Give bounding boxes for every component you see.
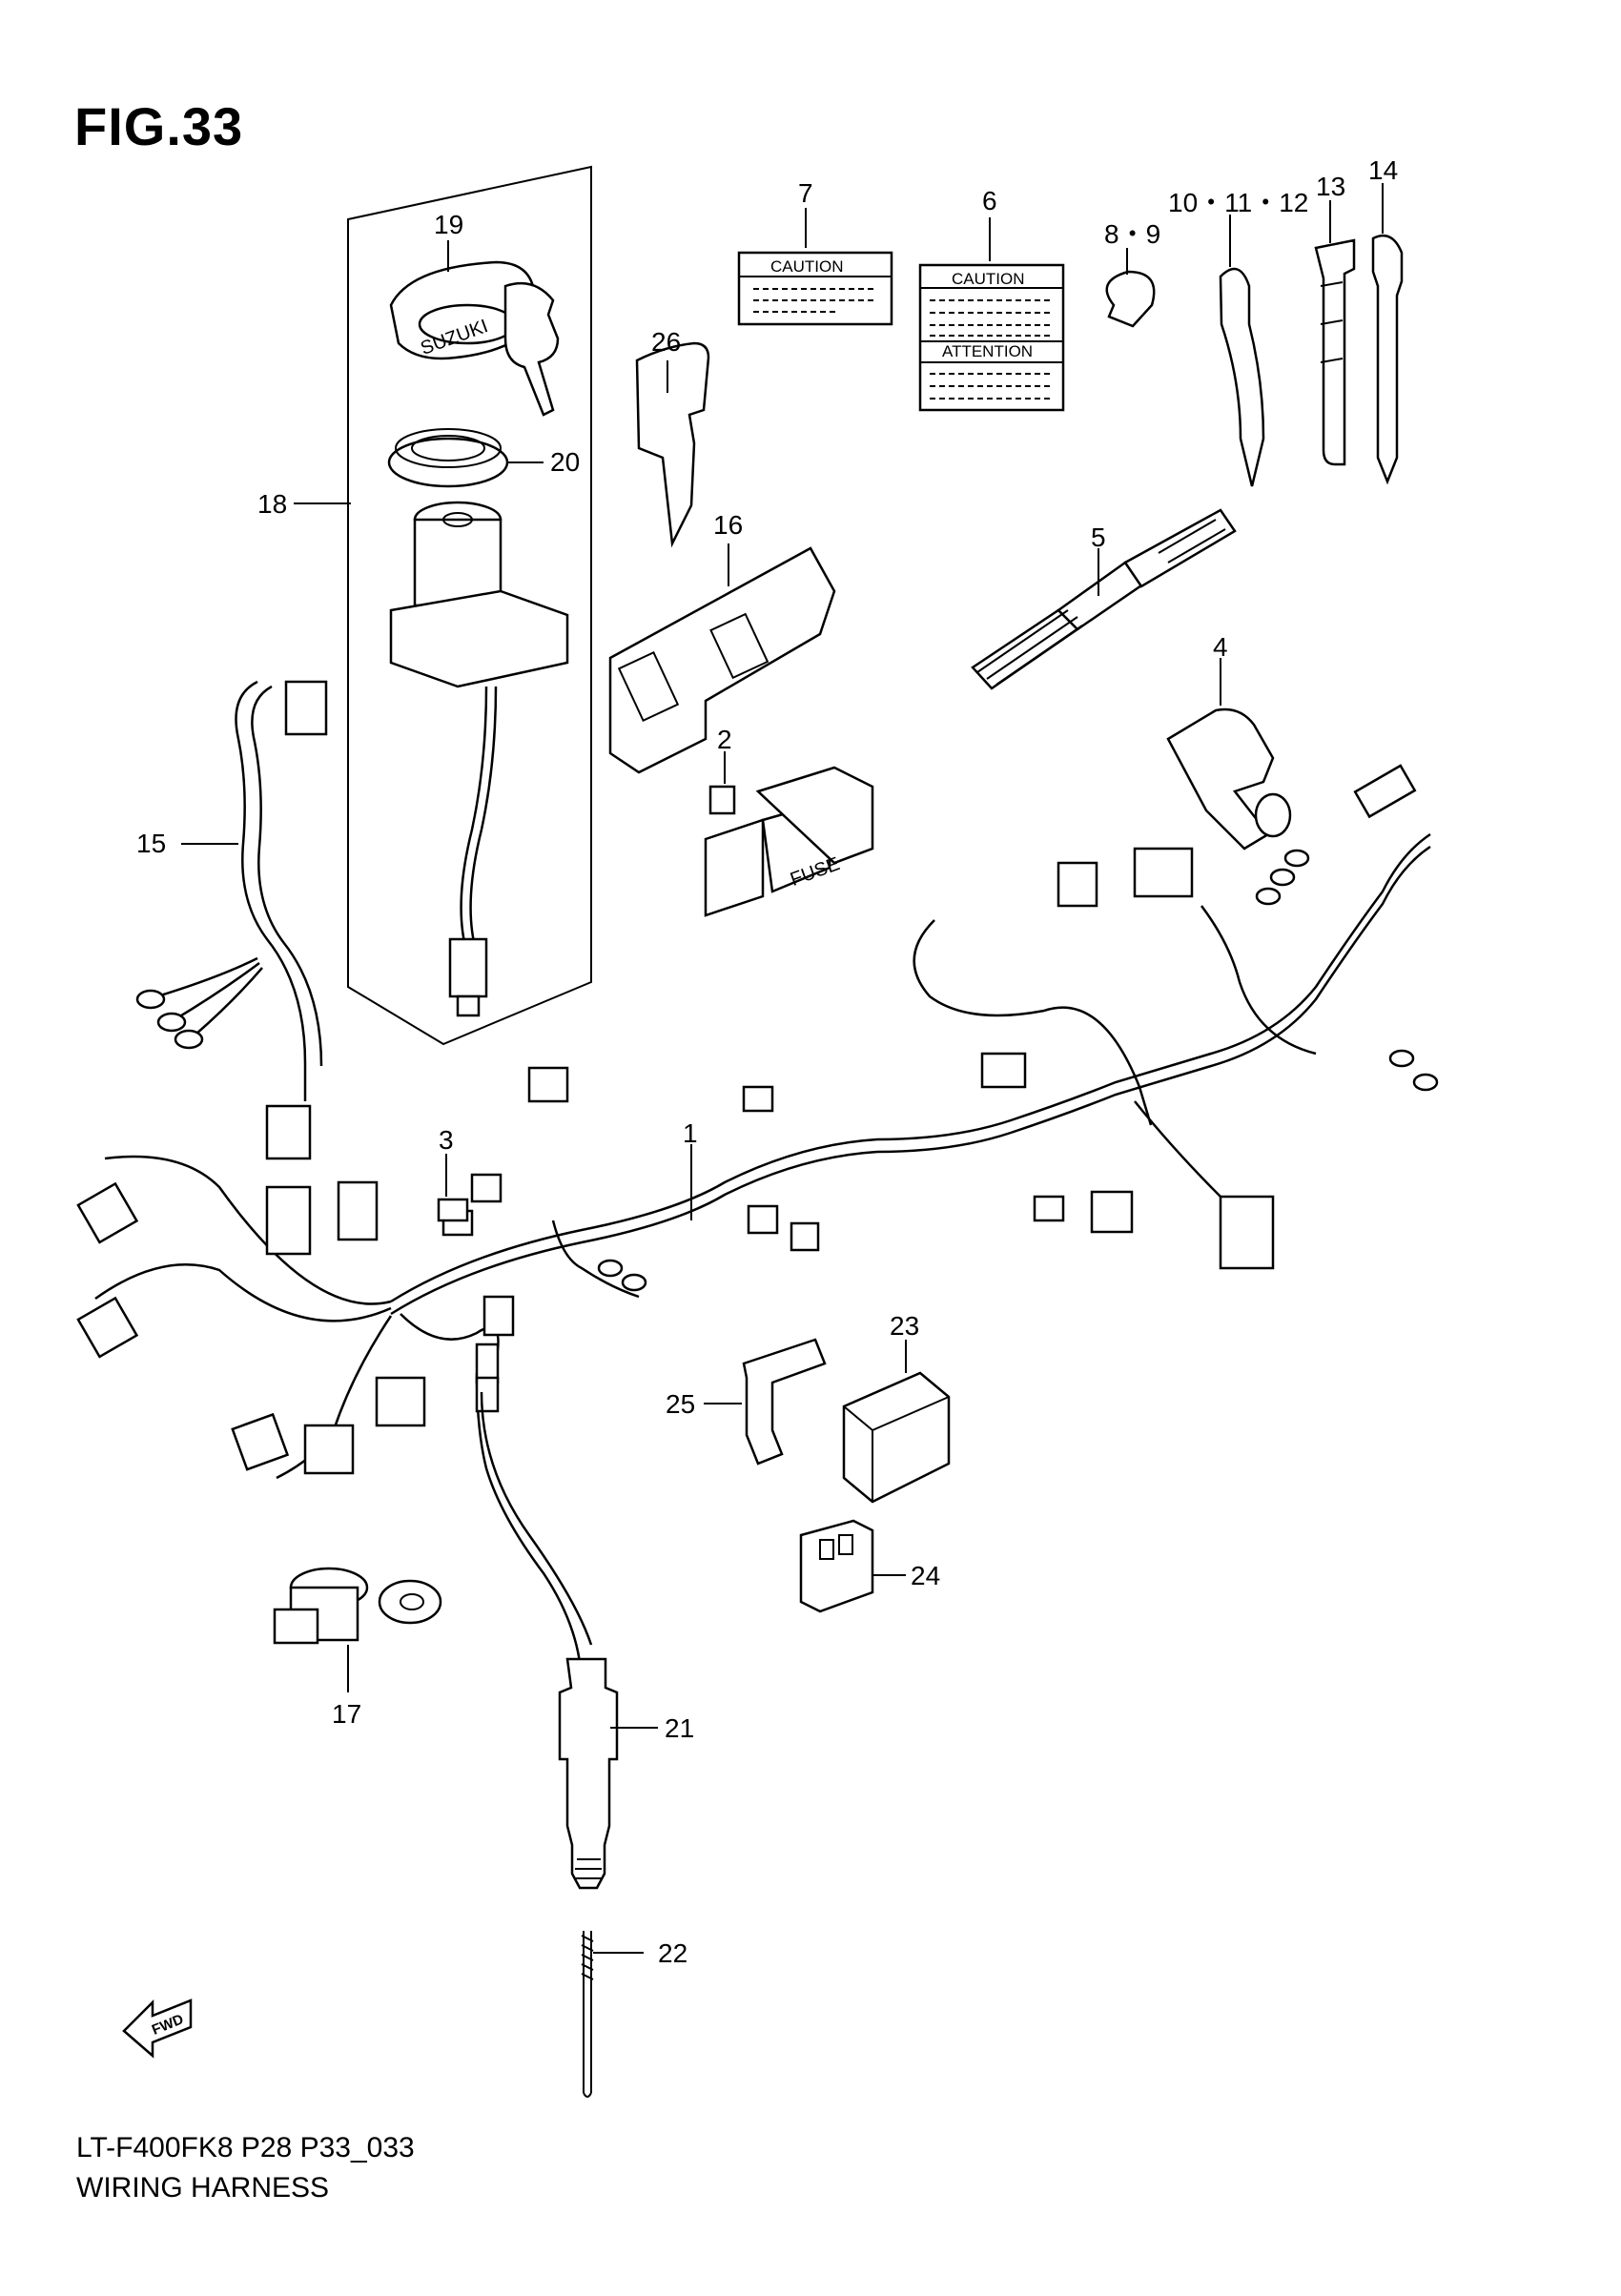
callout-16: 16	[713, 510, 743, 540]
relay-23-drawing	[842, 1371, 951, 1504]
callout-5: 5	[1091, 523, 1106, 552]
pin-22-drawing	[581, 1931, 594, 2098]
callout-25: 25	[666, 1389, 695, 1419]
callout-7: 7	[798, 178, 813, 208]
callout-20: 20	[550, 447, 580, 477]
callout-19: 19	[434, 210, 463, 239]
leader-lines	[181, 183, 1384, 1954]
tube-5-drawing	[971, 508, 1237, 690]
band-13-drawing	[1314, 238, 1356, 466]
callout-6: 6	[982, 186, 997, 215]
forward-arrow-icon: FWD	[122, 1999, 193, 2059]
caution-large-text: CAUTION	[952, 270, 1025, 288]
callout-24: 24	[911, 1561, 940, 1590]
band-14-drawing	[1371, 234, 1404, 485]
callout-8-9: 8・9	[1104, 219, 1160, 249]
callout-18: 18	[257, 489, 287, 519]
band-10-12-drawing	[1219, 267, 1265, 487]
fuse-box-drawing: FUSE	[704, 766, 874, 917]
switch-17-drawing	[273, 1567, 442, 1645]
callout-17: 17	[332, 1699, 361, 1729]
plate-16-drawing	[608, 546, 836, 774]
callout-14: 14	[1368, 155, 1398, 185]
caution-label-7-drawing: CAUTION	[737, 251, 893, 326]
callout-10-11-12: 10・11・12	[1168, 188, 1308, 217]
clamp-8-9-drawing	[1105, 270, 1156, 328]
callout-23: 23	[890, 1311, 919, 1341]
callout-3: 3	[439, 1125, 454, 1155]
part-callouts: 1 2 3 4 5 6 7 8・9 10・11・12 13 14 15 16 1…	[136, 155, 1398, 1968]
figure-caption: WIRING HARNESS	[76, 2172, 330, 2204]
bracket-25-drawing	[742, 1338, 827, 1466]
footer: LT-F400FK8 P28 P33_033 WIRING HARNESS	[76, 2128, 415, 2208]
model-code: LT-F400FK8 P28 P33_033	[76, 2132, 415, 2163]
callout-13: 13	[1316, 172, 1345, 201]
caution-small-text: CAUTION	[770, 257, 844, 276]
callout-26: 26	[651, 327, 681, 357]
sensor-21-drawing	[480, 1391, 619, 1890]
callout-15: 15	[136, 829, 166, 858]
connector-3-drawing	[437, 1198, 469, 1222]
callout-1: 1	[683, 1118, 698, 1148]
ignition-switch-assembly: SUZUKI	[347, 165, 592, 1046]
ignition-key-drawing: SUZUKI	[389, 260, 560, 417]
figure-title: FIG.33	[74, 96, 244, 156]
coupler-24-drawing	[799, 1519, 874, 1613]
harness-15-drawing	[135, 680, 328, 1160]
cap-4-drawing	[1166, 707, 1292, 851]
callout-22: 22	[658, 1938, 687, 1968]
caution-label-6-drawing: CAUTION ATTENTION	[918, 263, 1065, 412]
main-wiring-harness-drawing	[76, 764, 1439, 1689]
key-26-drawing	[635, 341, 710, 548]
callout-21: 21	[665, 1713, 694, 1743]
attention-text: ATTENTION	[942, 342, 1033, 360]
nut-20-drawing	[387, 437, 509, 488]
callout-4: 4	[1213, 632, 1228, 662]
ignition-switch-body	[389, 501, 569, 1017]
callout-2: 2	[717, 725, 732, 754]
